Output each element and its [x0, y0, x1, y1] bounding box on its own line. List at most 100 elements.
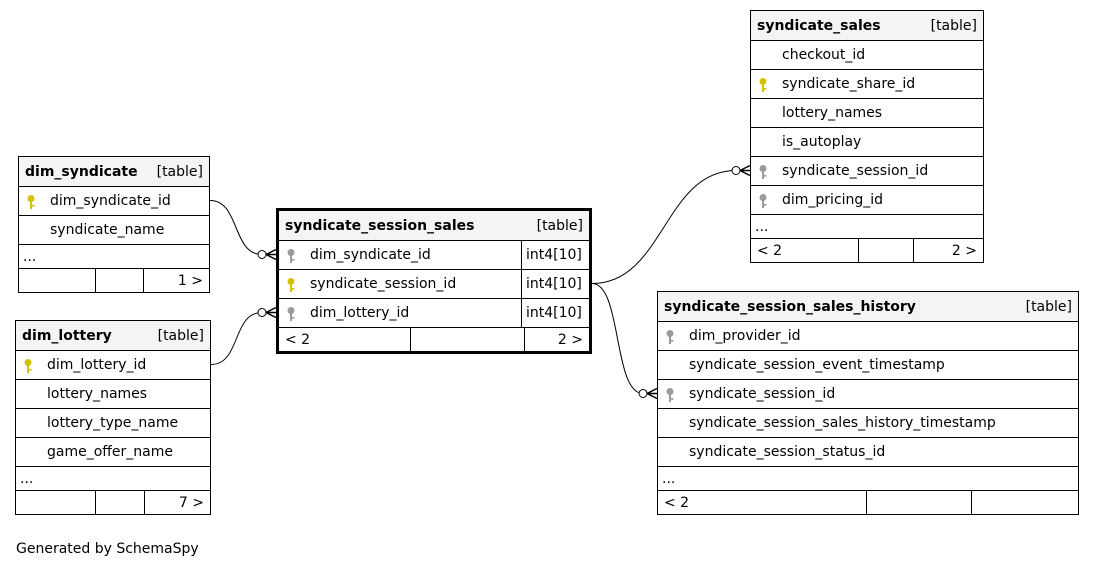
relationship-edge	[591, 283, 658, 400]
column-row[interactable]: syndicate_session_id int4[10]	[279, 269, 589, 298]
foreign-key-icon	[285, 248, 297, 264]
crowfoot-marker	[265, 306, 277, 319]
footer-cell	[16, 491, 95, 514]
crowfoot-marker	[265, 248, 277, 261]
crowfoot-marker	[646, 387, 658, 400]
column-name: game_offer_name	[47, 444, 173, 460]
table-syndicate-session-sales-history[interactable]: syndicate_session_sales_history[table]di…	[657, 291, 1079, 515]
column-type: int4[10]	[521, 270, 589, 298]
relationship-edge	[209, 200, 277, 261]
column-row[interactable]: checkout_id	[751, 40, 983, 69]
table-name: syndicate_sales	[757, 17, 881, 34]
table-header: dim_syndicate [table]	[19, 157, 209, 186]
column-name: lottery_names	[47, 386, 148, 402]
column-name: syndicate_session_id	[689, 386, 836, 402]
column-name: syndicate_session_id	[782, 163, 929, 179]
table-footer: < 2	[658, 490, 1078, 514]
more-columns-row[interactable]: ...	[16, 466, 210, 490]
more-columns: ...	[23, 248, 37, 265]
table-footer: 7 >	[16, 490, 210, 514]
table-header: syndicate_session_sales_history[table]	[658, 292, 1078, 321]
column-row[interactable]: lottery_names	[16, 379, 210, 408]
optional-circle	[257, 250, 267, 259]
table-kind: [table]	[157, 327, 204, 344]
relationship-edge	[591, 164, 751, 284]
footer-cell	[95, 269, 143, 292]
footer-cell	[971, 491, 1078, 514]
table-dim-lottery[interactable]: dim_lottery [table] dim_lottery_id lottery_…	[15, 320, 211, 515]
edge-line	[591, 170, 737, 284]
column-name: syndicate_session_event_timestamp	[689, 357, 945, 373]
column-row[interactable]: dim_provider_id	[658, 321, 1078, 350]
footer-cell	[410, 328, 524, 351]
footer-cell[interactable]: < 2	[664, 494, 690, 511]
column-row[interactable]: game_offer_name	[16, 437, 210, 466]
column-row[interactable]: syndicate_session_status_id	[658, 437, 1078, 466]
column-row[interactable]: dim_syndicate_id int4[10]	[279, 240, 589, 269]
column-name: syndicate_share_id	[782, 76, 916, 92]
column-name: syndicate_name	[50, 222, 165, 238]
footer-cell[interactable]: 2 >	[524, 328, 589, 351]
primary-key-icon	[22, 358, 34, 374]
more-columns: ...	[20, 470, 34, 487]
footer-cell[interactable]: < 2	[757, 242, 783, 259]
column-row[interactable]: syndicate_name	[19, 215, 209, 244]
column-type: int4[10]	[521, 241, 589, 269]
more-columns-row[interactable]: ...	[751, 214, 983, 238]
table-kind: [table]	[156, 163, 203, 180]
primary-key-icon	[25, 194, 37, 210]
column-name: lottery_names	[782, 105, 883, 121]
column-row[interactable]: syndicate_session_id	[751, 156, 983, 185]
column-row[interactable]: syndicate_share_id	[751, 69, 983, 98]
more-columns: ...	[662, 470, 676, 487]
footer-cell[interactable]: 1 >	[143, 269, 209, 292]
column-name: dim_pricing_id	[782, 192, 884, 208]
footer-cell[interactable]: 7 >	[143, 491, 210, 514]
footer-cell	[95, 491, 144, 514]
foreign-key-icon	[757, 164, 769, 180]
table-header: syndicate_session_sales[table]	[279, 211, 589, 240]
optional-circle	[731, 166, 741, 175]
table-syndicate-session-sales[interactable]: syndicate_session_sales[table]dim_syndic…	[276, 208, 592, 354]
column-name: checkout_id	[782, 47, 866, 63]
table-kind: [table]	[930, 17, 977, 34]
column-row[interactable]: dim_pricing_id	[751, 185, 983, 214]
column-type: int4[10]	[521, 299, 589, 327]
more-columns: ...	[755, 218, 769, 235]
table-name: syndicate_session_sales_history	[664, 298, 916, 315]
column-name: is_autoplay	[782, 134, 862, 150]
footer-cell[interactable]: 2 >	[913, 239, 983, 262]
relationship-edge	[210, 306, 277, 365]
column-row[interactable]: dim_lottery_id	[16, 350, 210, 379]
column-row[interactable]: lottery_names	[751, 98, 983, 127]
column-row[interactable]: dim_syndicate_id	[19, 186, 209, 215]
column-row[interactable]: syndicate_session_id	[658, 379, 1078, 408]
table-name: syndicate_session_sales	[285, 217, 475, 234]
footer-cell	[866, 491, 971, 514]
more-columns-row[interactable]: ...	[19, 244, 209, 268]
column-row[interactable]: syndicate_session_event_timestamp	[658, 350, 1078, 379]
edge-line	[210, 312, 263, 365]
table-header: syndicate_sales [table]	[751, 11, 983, 40]
table-footer: < 2 2 >	[279, 327, 589, 351]
column-name: dim_syndicate_id	[310, 247, 431, 263]
more-columns-row[interactable]: ...	[658, 466, 1078, 490]
generated-by-label: Generated by SchemaSpy	[16, 541, 199, 557]
column-name: dim_lottery_id	[47, 357, 147, 373]
table-name: dim_syndicate	[25, 163, 138, 180]
table-name: dim_lottery	[22, 327, 112, 344]
table-footer: < 2 2 >	[751, 238, 983, 262]
column-row[interactable]: lottery_type_name	[16, 408, 210, 437]
table-header: dim_lottery [table]	[16, 321, 210, 350]
column-row[interactable]: is_autoplay	[751, 127, 983, 156]
footer-cell[interactable]: < 2	[285, 331, 311, 348]
column-name: syndicate_session_sales_history_timestam…	[689, 415, 996, 431]
foreign-key-icon	[664, 387, 676, 403]
column-name: syndicate_session_id	[310, 276, 457, 292]
column-row[interactable]: syndicate_session_sales_history_timestam…	[658, 408, 1078, 437]
edge-line	[209, 200, 263, 255]
foreign-key-icon	[285, 306, 297, 322]
